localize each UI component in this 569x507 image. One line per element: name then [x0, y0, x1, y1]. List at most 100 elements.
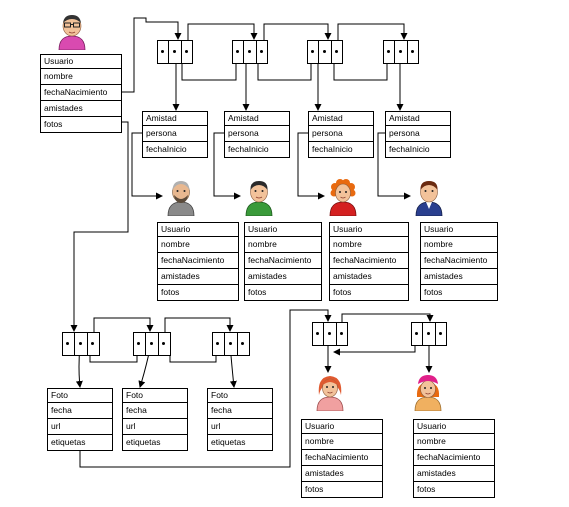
record-header: Usuario — [158, 223, 238, 237]
field-fotos: fotos — [417, 484, 436, 494]
field-persona: persona — [225, 126, 289, 142]
red-hair-woman-avatar-icon — [316, 376, 344, 411]
amistad-record-4: Amistad persona fechaInicio — [385, 111, 451, 158]
field-url: url — [123, 419, 187, 435]
fotos-list-node-3 — [212, 332, 250, 356]
wire-usuario-to-amistades — [120, 17, 182, 93]
field-etiquetas: etiquetas — [51, 437, 86, 447]
field-nombre: nombre — [302, 434, 382, 450]
field-persona: persona — [386, 126, 450, 142]
friend-usuario-record-3: Usuario nombre fechaNacimiento amistades… — [329, 222, 409, 301]
tagged-usuario-record-1: Usuario nombre fechaNacimiento amistades… — [301, 419, 383, 498]
field-nombre: nombre — [158, 237, 238, 253]
foto-record-2: Foto fecha url etiquetas — [122, 388, 188, 451]
amistades-list-node-2 — [232, 40, 268, 64]
foto-record-3: Foto fecha url etiquetas — [207, 388, 273, 451]
field-fechainicio: fechaInicio — [228, 144, 269, 154]
wire-amistad-prev-4 — [330, 52, 388, 81]
field-fotos: fotos — [248, 287, 267, 297]
wire-amistad-next-3 — [337, 23, 408, 52]
wire-foto-next-1 — [93, 317, 154, 344]
record-header: Usuario — [245, 223, 321, 237]
record-header: Usuario — [302, 420, 382, 434]
field-amistades: amistades — [330, 269, 408, 285]
grey-bearded-man-avatar-icon — [167, 181, 195, 216]
friend-usuario-record-4: Usuario nombre fechaNacimiento amistades… — [420, 222, 498, 301]
field-fotos: fotos — [424, 287, 443, 297]
blue-suit-man-avatar-icon — [415, 181, 443, 216]
field-amistades: amistades — [158, 269, 238, 285]
field-fechanacimiento: fechaNacimiento — [302, 450, 382, 466]
etiquetas-list-node-2 — [411, 322, 447, 346]
pink-hat-woman-avatar-icon — [414, 375, 442, 411]
amistad-record-2: Amistad persona fechaInicio — [224, 111, 290, 158]
field-fotos: fotos — [44, 119, 63, 129]
wire-usuario-to-fotos — [70, 121, 129, 332]
record-header: Foto — [208, 389, 272, 403]
amistad-record-1: Amistad persona fechaInicio — [142, 111, 208, 158]
wire-foto-prev-3 — [169, 344, 217, 363]
field-fechainicio: fechaInicio — [389, 144, 430, 154]
field-persona: persona — [309, 126, 373, 142]
pink-shirt-man-avatar-icon — [58, 15, 86, 50]
green-shirt-man-avatar-icon — [245, 181, 273, 216]
field-fechainicio: fechaInicio — [146, 144, 187, 154]
field-fotos: fotos — [305, 484, 324, 494]
wire-amistad-next-1 — [187, 23, 258, 52]
field-url: url — [208, 419, 272, 435]
field-amistades: amistades — [302, 466, 382, 482]
field-url: url — [48, 419, 112, 435]
field-fechanacimiento: fechaNacimiento — [414, 450, 494, 466]
fotos-list-node-2 — [133, 332, 171, 356]
field-nombre: nombre — [245, 237, 321, 253]
record-header: Usuario — [41, 55, 121, 69]
amistades-list-node-4 — [383, 40, 419, 64]
wire-foto-next-2 — [164, 317, 234, 344]
field-fechanacimiento: fechaNacimiento — [245, 253, 321, 269]
field-nombre: nombre — [414, 434, 494, 450]
field-fecha: fecha — [123, 403, 187, 419]
wire-persona-to-user-1 — [131, 132, 163, 200]
field-nombre: nombre — [421, 237, 497, 253]
field-amistades: amistades — [41, 101, 121, 117]
field-fechainicio: fechaInicio — [312, 144, 353, 154]
fotos-list-node-1 — [62, 332, 100, 356]
field-amistades: amistades — [421, 269, 497, 285]
field-fechanacimiento: fechaNacimiento — [421, 253, 497, 269]
wire-etiquetas-to-list — [79, 309, 332, 468]
field-persona: persona — [143, 126, 207, 142]
field-fotos: fotos — [161, 287, 180, 297]
field-nombre: nombre — [41, 69, 121, 85]
wire-amistad-prev-3 — [254, 52, 312, 81]
record-header: Amistad — [143, 112, 207, 126]
top-usuario-record: Usuario nombre fechaNacimiento amistades… — [40, 54, 122, 133]
record-header: Foto — [48, 389, 112, 403]
tagged-usuario-record-2: Usuario nombre fechaNacimiento amistades… — [413, 419, 495, 498]
field-nombre: nombre — [330, 237, 408, 253]
record-header: Usuario — [414, 420, 494, 434]
wire-persona-to-user-4 — [377, 132, 411, 200]
wire-amistad-prev-2 — [178, 52, 237, 81]
field-amistades: amistades — [245, 269, 321, 285]
record-header: Usuario — [421, 223, 497, 237]
field-fechanacimiento: fechaNacimiento — [330, 253, 408, 269]
amistad-record-3: Amistad persona fechaInicio — [308, 111, 374, 158]
field-etiquetas: etiquetas — [126, 437, 161, 447]
field-etiquetas: etiquetas — [211, 437, 246, 447]
field-fechanacimiento: fechaNacimiento — [41, 85, 121, 101]
amistades-list-node-3 — [307, 40, 343, 64]
foto-record-1: Foto fecha url etiquetas — [47, 388, 113, 451]
record-header: Foto — [123, 389, 187, 403]
field-fecha: fecha — [48, 403, 112, 419]
friend-usuario-record-1: Usuario nombre fechaNacimiento amistades… — [157, 222, 239, 301]
record-header: Amistad — [309, 112, 373, 126]
curly-orange-hair-woman-avatar-icon — [329, 179, 357, 216]
wire-persona-to-user-2 — [213, 132, 241, 200]
friend-usuario-record-2: Usuario nombre fechaNacimiento amistades… — [244, 222, 322, 301]
record-header: Amistad — [225, 112, 289, 126]
wire-persona-to-user-3 — [297, 132, 325, 200]
etiquetas-list-node-1 — [312, 322, 348, 346]
record-header: Usuario — [330, 223, 408, 237]
